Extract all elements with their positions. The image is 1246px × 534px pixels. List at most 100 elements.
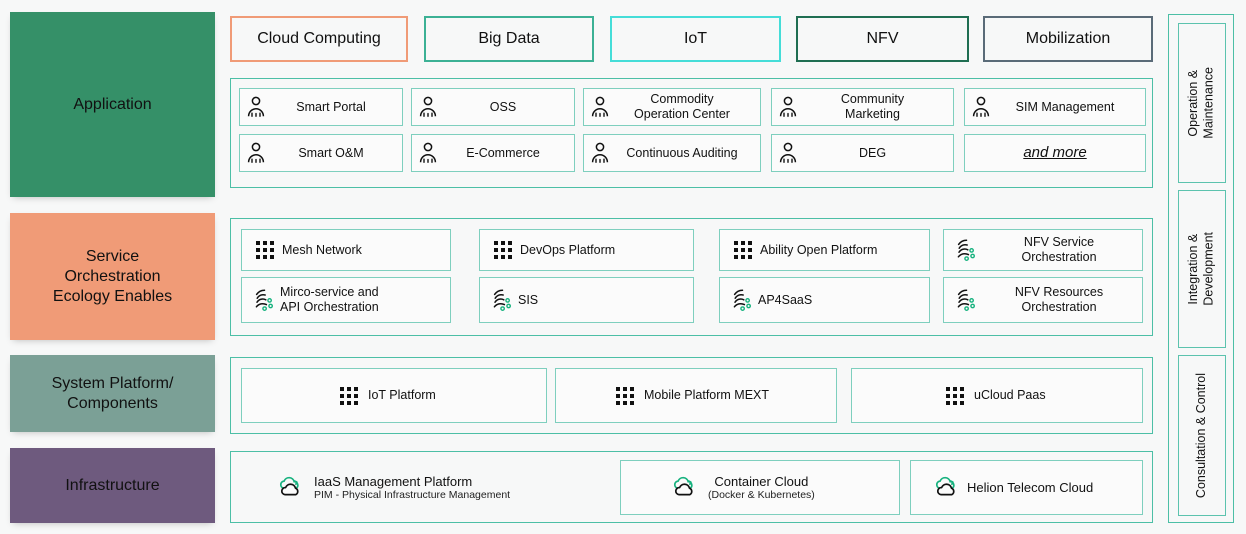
app-item-oss[interactable]: OSS xyxy=(411,88,575,126)
cloud-icon xyxy=(275,475,314,501)
domain-tag-nfv[interactable]: NFV xyxy=(796,16,969,62)
service-item-label: AP4SaaS xyxy=(758,292,813,307)
system-item-label: uCloud Paas xyxy=(974,388,1046,403)
service-item-mesh-network[interactable]: Mesh Network xyxy=(241,229,451,271)
service-item-sis[interactable]: SIS xyxy=(479,277,694,323)
domain-tag-label: Big Data xyxy=(478,30,540,47)
domain-tag-big-data[interactable]: Big Data xyxy=(424,16,594,62)
person-icon xyxy=(418,141,438,165)
infra-item-sublabel: (Docker & Kubernetes) xyxy=(708,488,815,501)
grid-dots-icon xyxy=(946,386,964,405)
service-item-devops-platform[interactable]: DevOps Platform xyxy=(479,229,694,271)
app-item-label: SIM Management xyxy=(1015,99,1115,114)
service-item-ability-open-platform[interactable]: Ability Open Platform xyxy=(719,229,930,271)
infra-item-label: IaaS Management Platform xyxy=(314,473,473,489)
app-item-continuous-auditing[interactable]: Continuous Auditing xyxy=(583,134,761,172)
person-icon xyxy=(971,95,991,119)
app-item-label: Smart Portal xyxy=(296,99,366,114)
domain-tag-label: IoT xyxy=(683,30,708,47)
infra-item-label: Helion Telecom Cloud xyxy=(967,479,1094,495)
infra-item-label: Container Cloud xyxy=(714,473,809,489)
app-item-label: and more xyxy=(1023,144,1087,162)
layer-label-system-text: System Platform/Components xyxy=(51,374,174,412)
domain-tag-iot[interactable]: IoT xyxy=(610,16,781,62)
system-item-iot-platform[interactable]: IoT Platform xyxy=(241,368,547,423)
infra-item-iaas-management-platform[interactable]: IaaS Management Platform PIM - Physical … xyxy=(269,460,609,515)
app-item-label: OSS xyxy=(489,99,517,114)
grid-dots-icon xyxy=(726,241,760,259)
app-item-label: DEG xyxy=(858,145,887,160)
grid-dots-icon xyxy=(340,386,358,405)
layer-label-infrastructure-text: Infrastructure xyxy=(65,476,160,494)
rail-item-integration-development[interactable]: Integration &Development xyxy=(1178,190,1226,348)
system-item-label: Mobile Platform MEXT xyxy=(644,388,770,403)
person-icon xyxy=(778,95,798,119)
layer-label-application: Application xyxy=(10,12,215,197)
domain-tag-label: NFV xyxy=(866,30,899,47)
layer-label-system: System Platform/Components xyxy=(10,355,215,432)
cloud-icon xyxy=(669,475,708,501)
infra-item-helion-telecom-cloud[interactable]: Helion Telecom Cloud xyxy=(910,460,1143,515)
layer-label-application-text: Application xyxy=(73,95,152,113)
service-orchestration-panel: Mesh Network DevOps Platform xyxy=(230,218,1153,336)
service-item-label: DevOps Platform xyxy=(520,242,616,257)
orchestration-icon xyxy=(248,287,280,313)
cloud-icon xyxy=(931,475,967,501)
person-icon xyxy=(246,141,266,165)
infra-item-text: Container Cloud (Docker & Kubernetes) xyxy=(708,474,815,502)
service-item-label: Mesh Network xyxy=(282,242,362,257)
app-item-and-more[interactable]: and more xyxy=(964,134,1146,172)
service-item-ap4saas[interactable]: AP4SaaS xyxy=(719,277,930,323)
right-rail: Operation &Maintenance Integration &Deve… xyxy=(1168,14,1234,523)
service-item-label: SIS xyxy=(518,292,539,307)
grid-dots-icon xyxy=(248,241,282,259)
orchestration-icon xyxy=(726,287,758,313)
app-item-smart-portal[interactable]: Smart Portal xyxy=(239,88,403,126)
app-item-label: Continuous Auditing xyxy=(626,145,738,160)
app-item-e-commerce[interactable]: E-Commerce xyxy=(411,134,575,172)
rail-item-consultation-control[interactable]: Consultation & Control xyxy=(1178,355,1226,516)
grid-dots-icon xyxy=(486,241,520,259)
system-item-label: IoT Platform xyxy=(368,388,436,403)
domain-tag-mobilization[interactable]: Mobilization xyxy=(983,16,1153,62)
domain-tag-label: Mobilization xyxy=(1025,30,1111,47)
system-item-ucloud-paas[interactable]: uCloud Paas xyxy=(851,368,1143,423)
app-item-smart-om[interactable]: Smart O&M xyxy=(239,134,403,172)
app-item-label: E-Commerce xyxy=(466,145,540,160)
domain-tag-label: Cloud Computing xyxy=(257,30,381,47)
app-item-deg[interactable]: DEG xyxy=(771,134,954,172)
app-item-sim-management[interactable]: SIM Management xyxy=(964,88,1146,126)
infra-item-sublabel: PIM - Physical Infrastructure Management xyxy=(314,488,511,501)
system-platform-panel: IoT Platform Mobile Platform MEXT xyxy=(230,357,1153,434)
rail-item-label: Integration &Development xyxy=(1186,232,1216,306)
layer-label-infrastructure: Infrastructure xyxy=(10,448,215,523)
person-icon xyxy=(590,95,610,119)
person-icon xyxy=(778,141,798,165)
rail-item-label: Operation &Maintenance xyxy=(1186,67,1216,139)
infra-item-container-cloud[interactable]: Container Cloud (Docker & Kubernetes) xyxy=(620,460,900,515)
rail-item-operation-maintenance[interactable]: Operation &Maintenance xyxy=(1178,23,1226,183)
app-item-label: Smart O&M xyxy=(298,145,364,160)
infra-item-text: IaaS Management Platform PIM - Physical … xyxy=(314,474,510,502)
rail-item-label: Consultation & Control xyxy=(1194,372,1209,499)
service-item-label: Ability Open Platform xyxy=(760,242,878,257)
system-item-mobile-platform-mext[interactable]: Mobile Platform MEXT xyxy=(555,368,837,423)
orchestration-icon xyxy=(950,287,982,313)
grid-dots-icon xyxy=(616,386,634,405)
domain-tag-cloud-computing[interactable]: Cloud Computing xyxy=(230,16,408,62)
orchestration-icon xyxy=(950,237,982,263)
